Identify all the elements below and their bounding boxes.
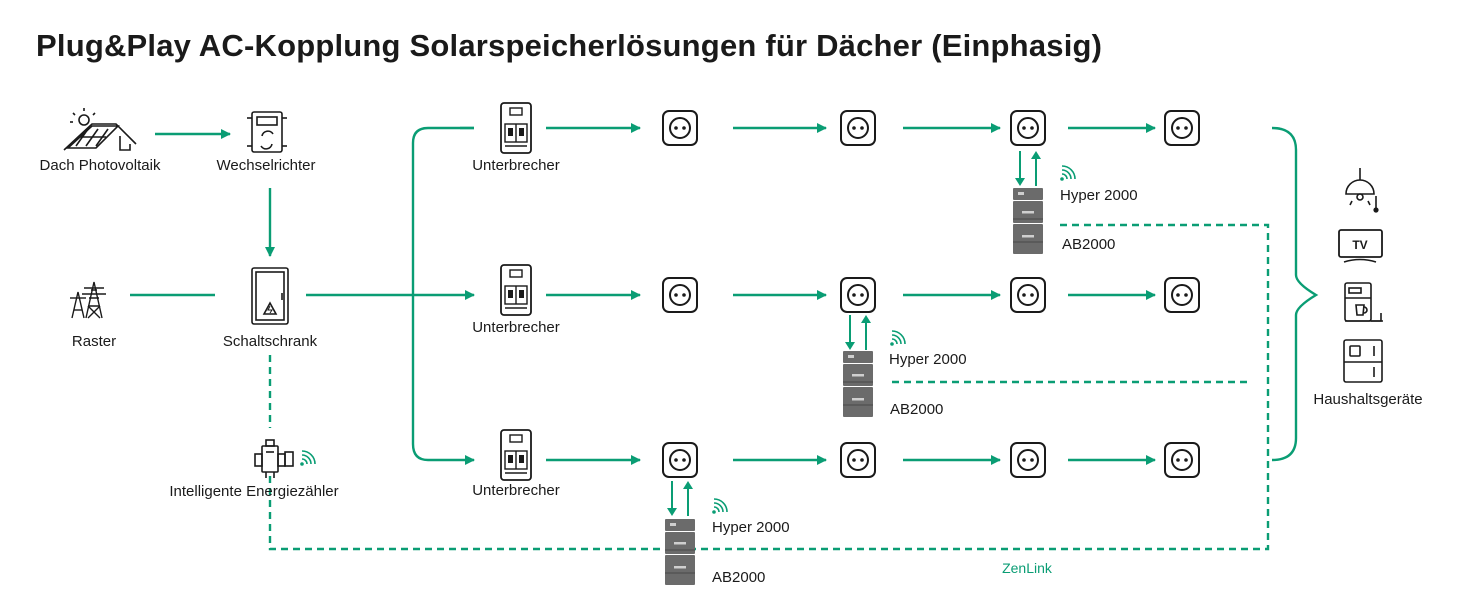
- battery-label: AB2000: [890, 401, 944, 418]
- hyper-label: Hyper 2000: [889, 351, 967, 368]
- lamp-icon: [1345, 168, 1379, 213]
- socket-icon: [662, 277, 698, 313]
- pv-label: Dach Photovoltaik: [39, 157, 161, 174]
- solar-panel-icon: [63, 108, 137, 151]
- battery-flow-arrows: [844, 314, 872, 351]
- energy-meter-icon: [254, 439, 294, 478]
- battery-stack-icon: [842, 350, 874, 418]
- zenlink-lines: [268, 223, 1270, 551]
- socket-icon: [1010, 110, 1046, 146]
- breaker-icon: [500, 429, 532, 481]
- socket-icon: [1010, 442, 1046, 478]
- breaker-label: Unterbrecher: [472, 482, 560, 499]
- appliances-label: Haushaltsgeräte: [1313, 391, 1423, 408]
- wifi-icon: [889, 330, 906, 347]
- battery-flow-arrows: [666, 480, 694, 517]
- socket-icon: [1164, 442, 1200, 478]
- socket-icon: [662, 442, 698, 478]
- socket-icon: [1164, 110, 1200, 146]
- socket-icon: [1164, 277, 1200, 313]
- fridge-icon: [1343, 339, 1383, 383]
- battery-label: AB2000: [1062, 236, 1116, 253]
- breaker-label: Unterbrecher: [472, 319, 560, 336]
- battery-flow-arrows: [1014, 150, 1042, 187]
- hyper-label: Hyper 2000: [712, 519, 790, 536]
- socket-icon: [840, 277, 876, 313]
- inverter-label: Wechselrichter: [216, 157, 316, 174]
- breaker-icon: [500, 102, 532, 154]
- wifi-icon: [711, 498, 728, 515]
- battery-stack-icon: [664, 518, 696, 586]
- hyper-label: Hyper 2000: [1060, 187, 1138, 204]
- zenlink-label: ZenLink: [1002, 560, 1052, 576]
- battery-stack-icon: [1012, 187, 1044, 255]
- page-title: Plug&Play AC-Kopplung Solarspeicherlösun…: [36, 28, 1103, 63]
- coffee-machine-icon: [1344, 282, 1383, 322]
- tv-label: TV: [1352, 238, 1367, 252]
- breaker-label: Unterbrecher: [472, 157, 560, 174]
- socket-icon: [840, 110, 876, 146]
- battery-label: AB2000: [712, 569, 766, 586]
- meter-label: Intelligente Energiezähler: [169, 483, 339, 500]
- inverter-icon: [247, 111, 287, 153]
- socket-icon: [1010, 277, 1046, 313]
- socket-icon: [662, 110, 698, 146]
- wifi-icon: [299, 450, 316, 467]
- power-tower-icon: [70, 281, 106, 319]
- grid-label: Raster: [71, 333, 117, 350]
- socket-icon: [840, 442, 876, 478]
- cabinet-icon: [251, 267, 289, 325]
- tv-icon: TV: [1338, 229, 1383, 263]
- cabinet-label: Schaltschrank: [222, 333, 318, 350]
- breaker-icon: [500, 264, 532, 316]
- wifi-icon: [1059, 165, 1076, 182]
- flow-lines: [130, 123, 1319, 465]
